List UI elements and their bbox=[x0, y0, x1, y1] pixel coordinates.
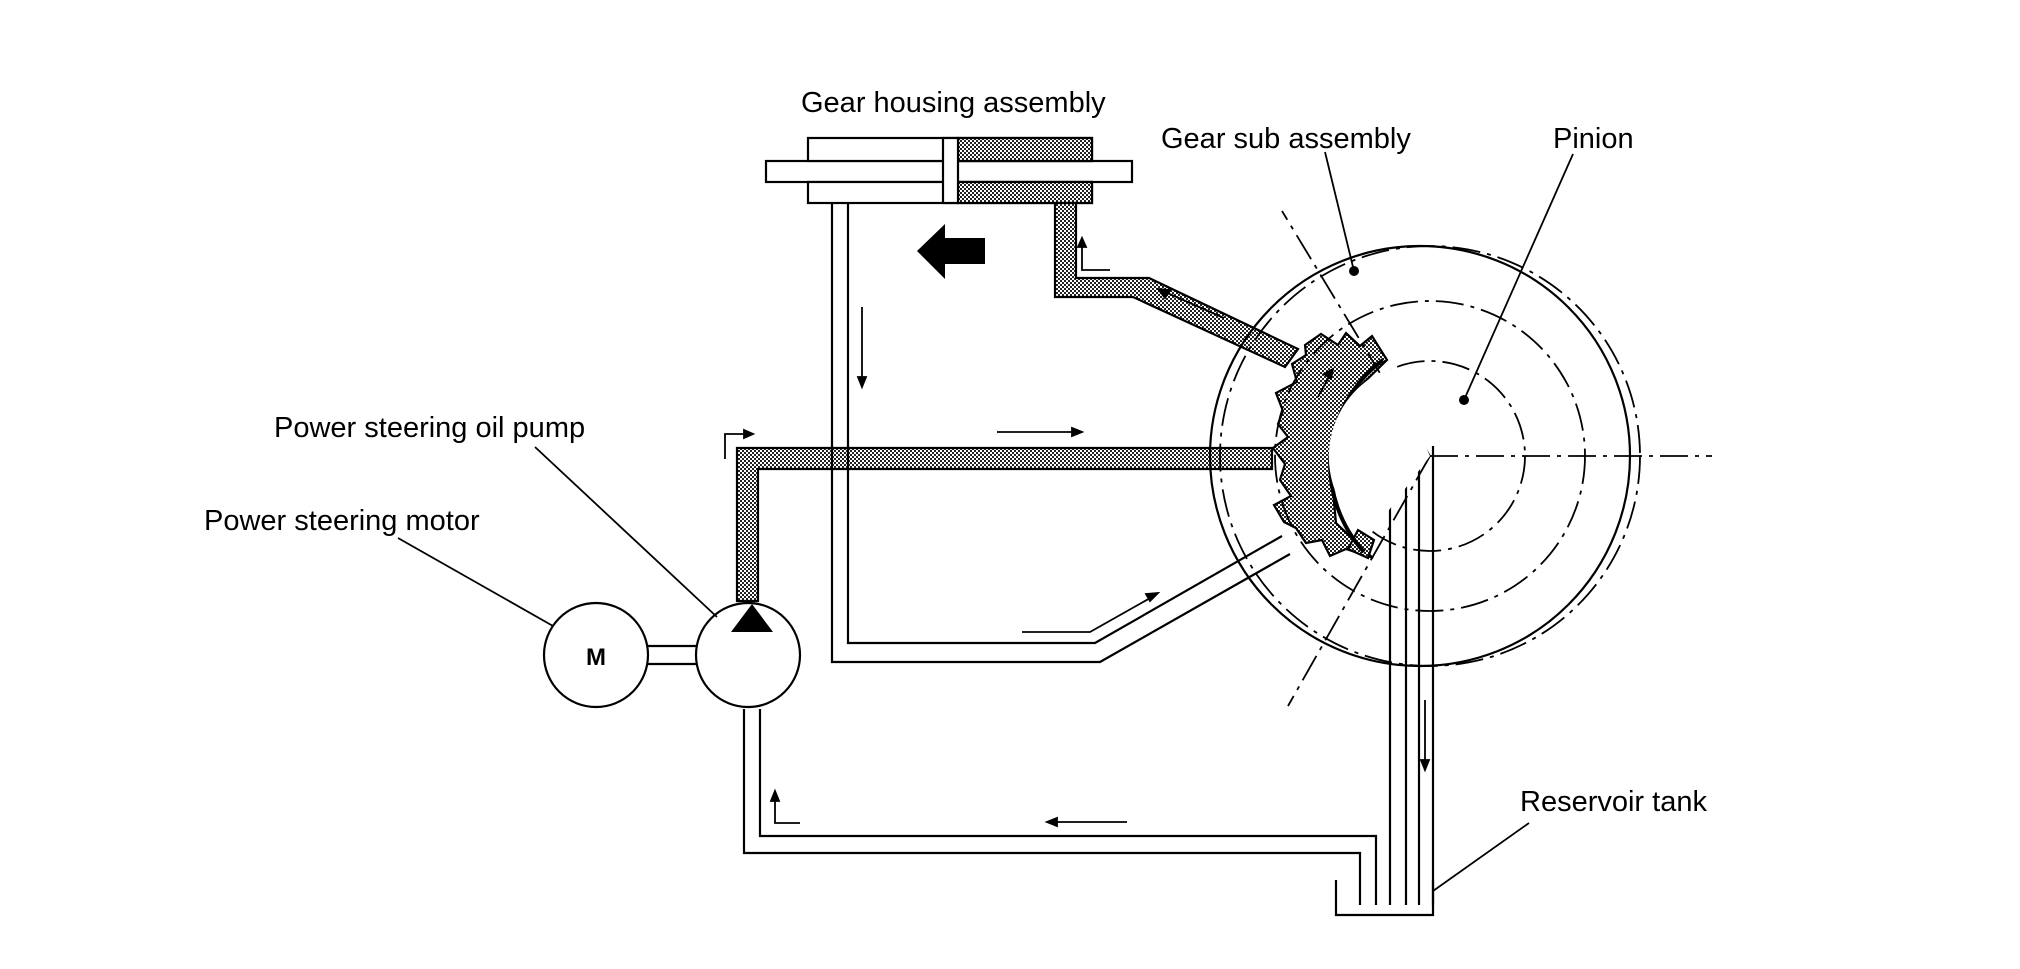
flow-arrow-icon bbox=[1156, 287, 1225, 319]
flow-arrow-icon bbox=[1044, 816, 1127, 828]
main-pressure-pipe bbox=[735, 446, 1274, 603]
leader-gear-sub bbox=[1324, 151, 1355, 272]
motor-symbol: M bbox=[586, 644, 606, 671]
flow-arrow-icon bbox=[1076, 235, 1110, 271]
motor-body bbox=[542, 601, 650, 709]
reservoir-line-inner bbox=[758, 709, 1378, 905]
housing-pressure-lower bbox=[956, 180, 1094, 205]
gear-to-reservoir-pipes bbox=[1388, 446, 1435, 905]
piston-rod bbox=[941, 136, 960, 205]
return-line-outer bbox=[830, 203, 1291, 664]
label-pinion: Pinion bbox=[1553, 123, 1634, 155]
flow-arrows bbox=[724, 235, 1431, 828]
leader-motor bbox=[397, 537, 554, 627]
motor-pump-shaft bbox=[648, 644, 698, 666]
flow-arrow-icon bbox=[997, 426, 1085, 438]
flow-arrow-icon bbox=[769, 788, 800, 824]
flow-arrow-icon bbox=[1419, 700, 1431, 773]
label-gear-housing-assembly: Gear housing assembly bbox=[801, 87, 1106, 119]
flow-arrow-icon bbox=[856, 307, 868, 390]
leader-oil-pump bbox=[534, 446, 718, 618]
reservoir-tank bbox=[1334, 880, 1435, 917]
flow-arrow-icon bbox=[1317, 367, 1335, 398]
flow-arrow-icon bbox=[1022, 591, 1161, 633]
pinion-centerline-lower bbox=[1287, 455, 1431, 707]
pinion-body bbox=[1328, 368, 1430, 535]
return-line-inner bbox=[846, 203, 1283, 645]
reservoir-line-outer bbox=[742, 709, 1362, 905]
label-reservoir-tank: Reservoir tank bbox=[1520, 786, 1707, 818]
reservoir-return-line bbox=[742, 709, 1378, 905]
flow-arrow-icon bbox=[724, 428, 756, 459]
leader-reservoir bbox=[1432, 822, 1530, 892]
housing-return-line bbox=[830, 203, 1291, 664]
leader-pinion bbox=[1463, 153, 1574, 401]
label-power-steering-oil-pump: Power steering oil pump bbox=[274, 412, 585, 444]
leader-lines bbox=[397, 151, 1574, 892]
gear-housing-assembly bbox=[764, 136, 1134, 205]
housing-pressure-upper bbox=[956, 136, 1094, 163]
label-power-steering-motor: Power steering motor bbox=[204, 505, 480, 537]
pump-body bbox=[694, 601, 802, 709]
bold-left-arrow-icon bbox=[917, 224, 985, 279]
label-gear-sub-assembly: Gear sub assembly bbox=[1161, 123, 1411, 155]
pump-triangle-icon bbox=[731, 604, 773, 632]
housing-pressure-pipe bbox=[1053, 201, 1300, 369]
